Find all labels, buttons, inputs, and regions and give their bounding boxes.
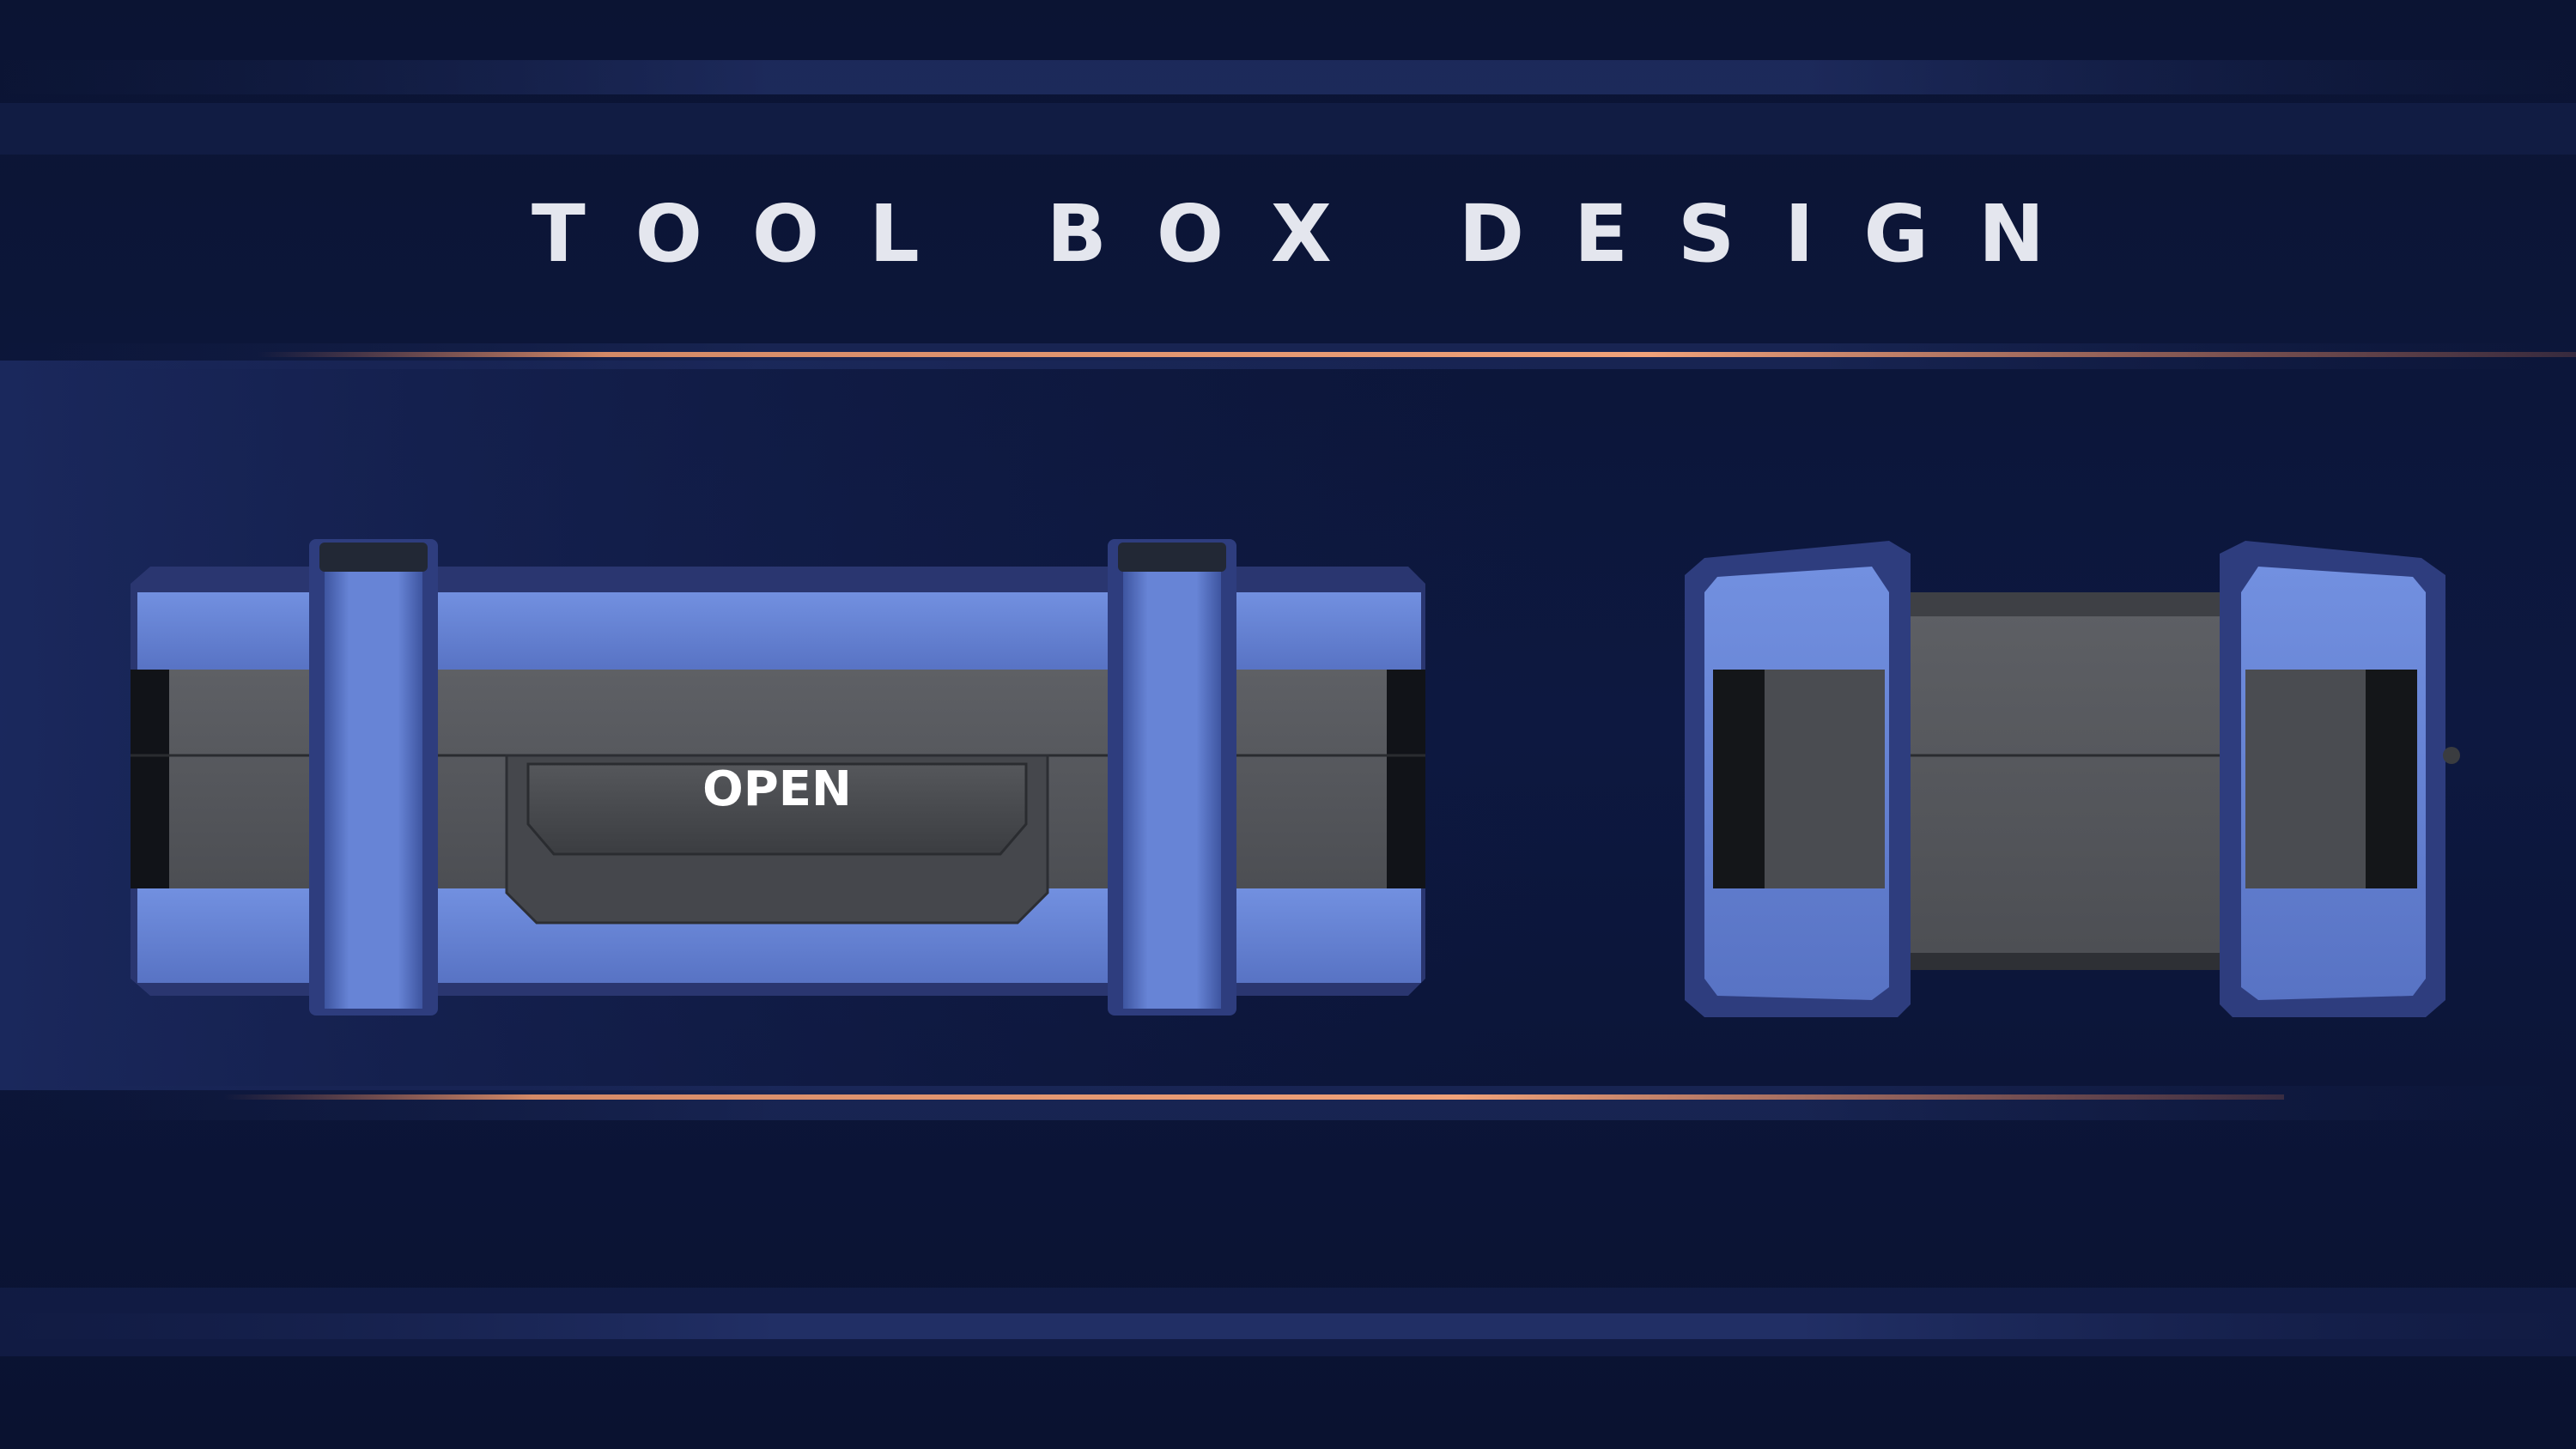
open-button-label: OPEN — [702, 761, 852, 817]
toolbox-front-view — [131, 539, 1425, 1016]
side-cap-right — [2220, 541, 2460, 1017]
front-strap-left — [309, 539, 438, 1016]
page-title: TOOL BOX DESIGN — [531, 188, 2095, 280]
accent-line-top — [258, 352, 2576, 357]
accent-line-bottom — [223, 1094, 2284, 1100]
side-center-body — [1872, 592, 2258, 970]
toolbox-side-view — [1685, 541, 2460, 1017]
front-strap-right — [1108, 539, 1236, 1016]
open-handle-icon — [526, 762, 1028, 856]
latch-knob-icon — [2443, 747, 2460, 764]
side-cap-left — [1685, 541, 1911, 1017]
